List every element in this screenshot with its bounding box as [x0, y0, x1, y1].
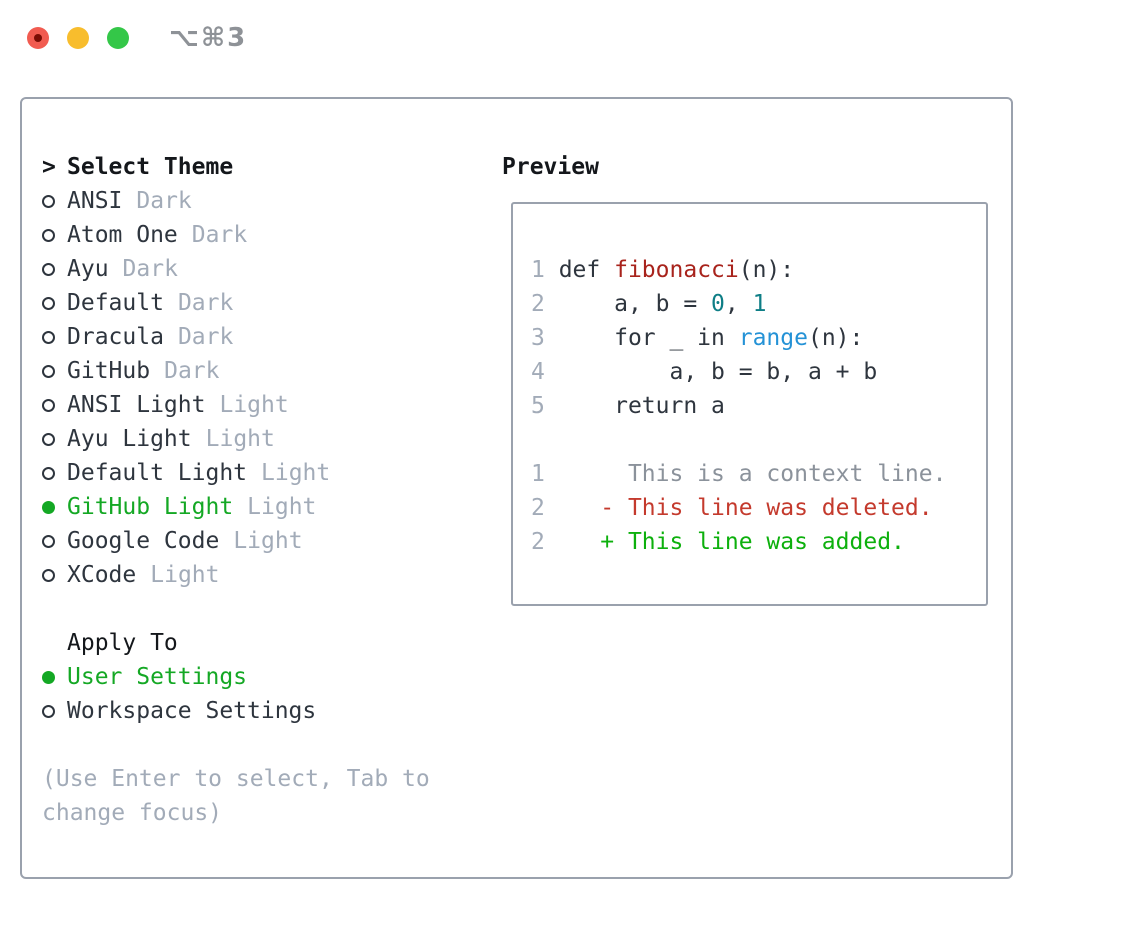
theme-variant-tag: Dark: [136, 188, 192, 214]
apply-to-header: Apply To: [42, 626, 430, 660]
code-line: 1 def fibonacci(n):: [531, 257, 795, 283]
help-line: change focus): [42, 800, 223, 826]
theme-menu-title: Select Theme: [67, 154, 234, 180]
line-number: 1: [531, 257, 545, 283]
radio-unselected-icon: [42, 466, 55, 480]
theme-item-default[interactable]: Default Dark: [42, 286, 430, 320]
theme-item-atom-one[interactable]: Atom One Dark: [42, 218, 430, 252]
radio-unselected-icon: [42, 228, 55, 242]
theme-name: Dracula: [67, 324, 164, 350]
theme-name: XCode: [67, 562, 137, 588]
code-line: 5 return a: [531, 393, 725, 419]
apply-to-title: Apply To: [67, 630, 178, 656]
theme-item-xcode[interactable]: XCode Light: [42, 558, 430, 592]
line-number: 5: [531, 393, 545, 419]
theme-name: Ayu: [67, 256, 109, 282]
radio-unselected-icon: [42, 398, 55, 412]
theme-variant-tag: Dark: [177, 290, 234, 316]
theme-name: Ayu Light: [67, 426, 192, 452]
theme-name: Google Code: [67, 528, 220, 554]
theme-variant-tag: Light: [233, 528, 303, 554]
radio-selected-icon: [42, 500, 55, 514]
radio-unselected-icon: [42, 296, 55, 310]
prompt-caret-icon: >: [42, 154, 56, 180]
theme-menu-header: > Select Theme: [42, 150, 430, 184]
theme-item-ansi-light[interactable]: ANSI Light Light: [42, 388, 430, 422]
radio-unselected-icon: [42, 568, 55, 582]
apply-option-name: Workspace Settings: [67, 698, 317, 724]
line-number: 2: [531, 529, 545, 555]
window-title: ⌥⌘3: [169, 23, 248, 53]
theme-variant-tag: Dark: [191, 222, 248, 248]
theme-name: Default Light: [67, 460, 248, 486]
spacer: [42, 592, 430, 626]
line-number: 3: [531, 325, 545, 351]
close-dot-icon: [34, 34, 42, 42]
minimize-button[interactable]: [67, 27, 89, 49]
line-number: 1: [531, 461, 545, 487]
radio-unselected-icon: [42, 704, 55, 718]
code-line: 4 a, b = b, a + b: [531, 359, 878, 385]
apply-option-name: User Settings: [67, 664, 248, 690]
theme-name: GitHub: [67, 358, 151, 384]
window-titlebar: ⌥⌘3: [27, 23, 248, 53]
preview-title: Preview: [502, 154, 599, 180]
help-text: (Use Enter to select, Tab to change focus…: [42, 762, 430, 830]
theme-item-ayu-light[interactable]: Ayu Light Light: [42, 422, 430, 456]
line-number: 2: [531, 291, 545, 317]
diff-added-line: 2 + This line was added.: [531, 529, 905, 555]
theme-variant-tag: Light: [261, 460, 331, 486]
spacer: [42, 728, 430, 762]
theme-name: Default: [67, 290, 164, 316]
radio-selected-icon: [42, 670, 55, 684]
theme-name: GitHub Light: [67, 494, 234, 520]
radio-unselected-icon: [42, 330, 55, 344]
theme-variant-tag: Light: [150, 562, 220, 588]
theme-variant-tag: Dark: [164, 358, 220, 384]
theme-variant-tag: Dark: [122, 256, 178, 282]
theme-variant-tag: Light: [205, 426, 275, 452]
theme-item-google-code[interactable]: Google Code Light: [42, 524, 430, 558]
close-button[interactable]: [27, 27, 49, 49]
theme-item-github-light[interactable]: GitHub Light Light: [42, 490, 430, 524]
radio-unselected-icon: [42, 432, 55, 446]
theme-item-default-light[interactable]: Default Light Light: [42, 456, 430, 490]
zoom-button[interactable]: [107, 27, 129, 49]
code-line: 3 for _ in range(n):: [531, 325, 864, 351]
theme-item-ayu[interactable]: Ayu Dark: [42, 252, 430, 286]
theme-variant-tag: Light: [247, 494, 317, 520]
preview-box: 1 def fibonacci(n): 2 a, b = 0, 1 3 for _ …: [511, 202, 988, 606]
radio-unselected-icon: [42, 534, 55, 548]
theme-item-dracula[interactable]: Dracula Dark: [42, 320, 430, 354]
line-number: 4: [531, 359, 545, 385]
theme-variant-tag: Light: [219, 392, 289, 418]
diff-deleted-line: 2 - This line was deleted.: [531, 495, 933, 521]
blank-line: [531, 423, 946, 457]
theme-item-github[interactable]: GitHub Dark: [42, 354, 430, 388]
code-line: 2 a, b = 0, 1: [531, 291, 767, 317]
radio-unselected-icon: [42, 194, 55, 208]
radio-unselected-icon: [42, 364, 55, 378]
diff-context-line: 1 This is a context line.: [531, 461, 947, 487]
preview-code: 1 def fibonacci(n): 2 a, b = 0, 1 3 for _ …: [531, 253, 946, 559]
apply-option-workspace-settings[interactable]: Workspace Settings: [42, 694, 430, 728]
theme-name: Atom One: [67, 222, 178, 248]
theme-name: ANSI: [67, 188, 123, 214]
theme-item-ansi[interactable]: ANSI Dark: [42, 184, 430, 218]
theme-name: ANSI Light: [67, 392, 206, 418]
apply-option-user-settings[interactable]: User Settings: [42, 660, 430, 694]
theme-variant-tag: Dark: [177, 324, 234, 350]
line-number: 2: [531, 495, 545, 521]
help-line: (Use Enter to select, Tab to: [42, 766, 430, 792]
radio-unselected-icon: [42, 262, 55, 276]
